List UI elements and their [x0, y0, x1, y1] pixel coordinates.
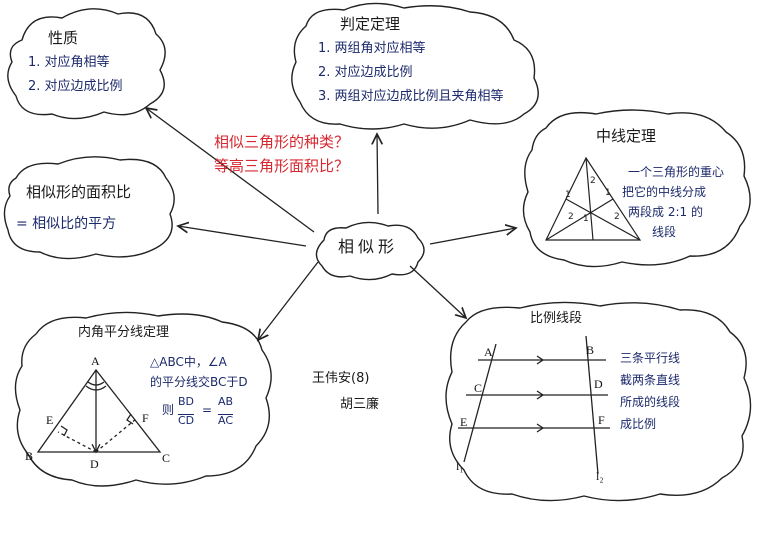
- point-label-F: F: [142, 411, 149, 425]
- bisector-numerator-right: AB: [218, 395, 234, 408]
- arrow-to-area-ratio: [178, 226, 307, 247]
- parallel-lines-figure: [458, 335, 610, 475]
- bisector-numerator-left: BD: [178, 395, 195, 408]
- criteria-item-1: 1. 两组角对应相等: [318, 41, 426, 56]
- bisector-condition-1: △ABC中，∠A: [150, 355, 227, 369]
- point-label-D: D: [90, 457, 99, 471]
- area-ratio-title: 相似形的面积比: [26, 183, 132, 201]
- point-label-E: E: [460, 415, 468, 429]
- center-cloud: [315, 221, 425, 281]
- author-2: 胡三廉: [340, 397, 380, 412]
- criteria-item-3: 3. 两组对应边成比例且夹角相等: [318, 89, 504, 104]
- arrow-to-median: [429, 228, 516, 245]
- arrow-to-criteria: [377, 134, 378, 215]
- bisector-cloud: [14, 311, 272, 487]
- bisector-denominator-right: AC: [218, 414, 234, 427]
- properties-item-2: 2. 对应边成比例: [28, 79, 123, 94]
- area-ratio-line: = 相似比的平方: [16, 216, 117, 232]
- properties-title: 性质: [48, 29, 79, 47]
- proportional-line-3: 所成的线段: [620, 395, 681, 409]
- median-mark: 1: [583, 214, 589, 224]
- criteria-title: 判定定理: [340, 15, 401, 33]
- bisector-equals: =: [202, 403, 213, 417]
- median-line-3: 两段成 2:1 的: [628, 205, 703, 219]
- point-label-D: D: [594, 377, 603, 391]
- median-line-1: 一个三角形的重心: [628, 165, 725, 179]
- center-label: 相似形: [338, 237, 399, 256]
- median-line-4: 线段: [652, 225, 677, 239]
- bisector-conclusion-prefix: 则: [162, 403, 175, 417]
- proportional-line-1: 三条平行线: [620, 351, 681, 365]
- median-mark: 1: [605, 188, 611, 198]
- question-area-ratio: 等高三角形面积比？: [214, 157, 350, 175]
- proportional-cloud: [445, 301, 752, 502]
- properties-item-1: 1. 对应角相等: [28, 55, 110, 70]
- properties-cloud: [7, 8, 166, 120]
- bisector-denominator-left: CD: [178, 414, 195, 427]
- median-mark: 2: [568, 212, 574, 222]
- point-label-A: A: [91, 354, 100, 368]
- median-triangle: [545, 156, 642, 241]
- bisector-condition-2: 的平分线交BC于D: [150, 375, 248, 389]
- point-label-B: B: [586, 343, 595, 357]
- criteria-cloud: [291, 2, 539, 130]
- point-label-C: C: [162, 451, 171, 465]
- point-label-A: A: [484, 345, 493, 359]
- arrow-to-properties: [146, 108, 315, 233]
- median-line-2: 把它的中线分成: [622, 185, 707, 199]
- area-ratio-cloud: [3, 156, 175, 260]
- median-mark: 2: [614, 212, 620, 222]
- arrow-to-bisector: [258, 261, 319, 340]
- point-label-F: F: [598, 413, 605, 427]
- question-similar-types: 相似三角形的种类？: [214, 133, 350, 151]
- point-label-C: C: [474, 381, 483, 395]
- proportional-title: 比例线段: [530, 311, 583, 326]
- proportional-line-2: 截两条直线: [620, 373, 681, 387]
- author-1: 王伟安(8): [312, 371, 370, 386]
- median-mark: 2: [590, 176, 596, 186]
- point-label-B: B: [25, 449, 34, 463]
- point-label-E: E: [46, 413, 54, 427]
- bisector-triangle: [36, 368, 162, 452]
- line-label-l2: l₂: [596, 469, 604, 483]
- criteria-item-2: 2. 对应边成比例: [318, 65, 413, 80]
- arrow-to-proportional: [409, 265, 466, 318]
- median-cloud: [522, 109, 751, 268]
- median-mark: 1: [565, 190, 571, 200]
- bisector-title: 内角平分线定理: [78, 325, 170, 340]
- line-label-l1: l₁: [456, 459, 464, 473]
- proportional-line-4: 成比例: [620, 417, 657, 431]
- median-title: 中线定理: [596, 127, 657, 145]
